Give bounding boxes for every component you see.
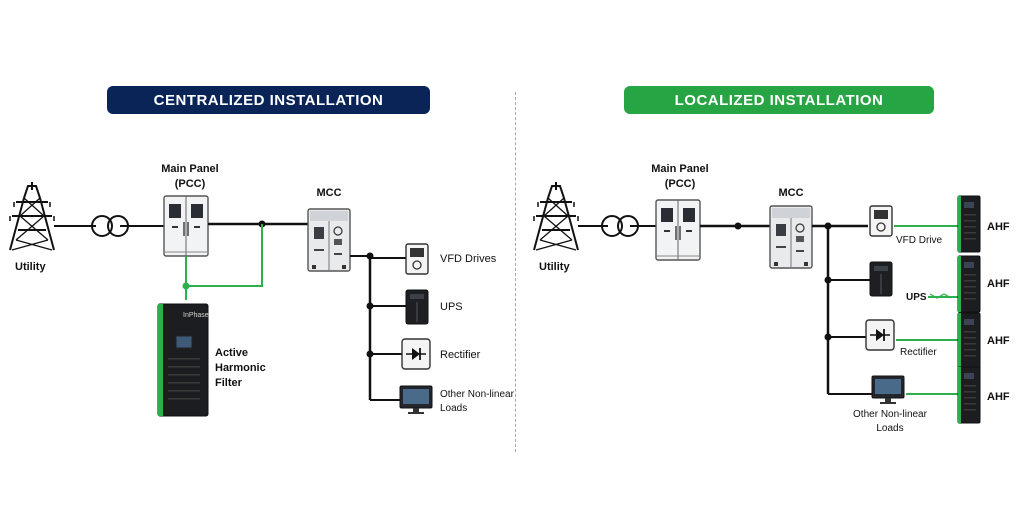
load-label-other: Other Non-linear (853, 409, 927, 420)
main-panel-label: Main Panel (161, 163, 219, 175)
main-panel-label: Main Panel (651, 163, 709, 175)
ahf-unit-icon (957, 255, 981, 313)
mcc-icon (769, 205, 813, 269)
ahf-label: AHF (987, 221, 1010, 233)
filter-label-line1: Active (215, 347, 249, 359)
utility-tower-icon (9, 181, 55, 251)
monitor-icon (399, 385, 433, 415)
localized-installation-header: LOCALIZED INSTALLATION (624, 86, 934, 114)
main-panel-icon (655, 199, 701, 261)
rectifier-icon (401, 338, 431, 370)
ups-icon (869, 261, 893, 297)
filter-label-line3: Filter (215, 377, 242, 389)
load-label-vfd: VFD Drives (440, 253, 497, 265)
vfd-drive-icon (405, 243, 429, 275)
filter-connection-line (186, 224, 263, 287)
filter-label-line2: Harmonic (215, 362, 266, 374)
load-label-other-2: Loads (440, 403, 468, 414)
pcc-label: (PCC) (664, 178, 696, 190)
utility-tower-icon (533, 181, 579, 251)
rectifier-icon (865, 319, 895, 351)
load-label-other-2: Loads (876, 423, 904, 434)
load-label-ups: UPS (906, 292, 927, 303)
utility-label: Utility (15, 261, 46, 273)
monitor-icon (871, 375, 905, 405)
ahf-unit-icon (957, 312, 981, 370)
ahf-unit-icon (957, 366, 981, 424)
utility-label: Utility (539, 261, 570, 273)
main-panel-icon (163, 195, 209, 257)
load-label-rectifier: Rectifier (900, 347, 937, 358)
ahf-label: AHF (987, 391, 1010, 403)
mcc-label: MCC (316, 187, 342, 199)
junction-dot (182, 282, 190, 290)
centralized-diagram: InPhase (9, 181, 433, 417)
load-label-other: Other Non-linear (440, 389, 514, 400)
centralized-installation-header: CENTRALIZED INSTALLATION (107, 86, 430, 114)
localized-diagram (533, 181, 981, 424)
section-divider (515, 92, 516, 452)
mcc-icon (307, 208, 351, 272)
filter-brand-label: InPhase (183, 312, 209, 319)
ahf-label: AHF (987, 278, 1010, 290)
load-label-rectifier: Rectifier (440, 349, 481, 361)
active-harmonic-filter-icon (157, 303, 209, 417)
pcc-label: (PCC) (174, 178, 206, 190)
load-label-ups: UPS (440, 301, 463, 313)
vfd-drive-icon (869, 205, 893, 237)
ahf-label: AHF (987, 335, 1010, 347)
mcc-label: MCC (778, 187, 804, 199)
load-label-vfd: VFD Drive (896, 235, 943, 246)
ahf-unit-icon (957, 195, 981, 253)
ups-icon (405, 289, 429, 325)
